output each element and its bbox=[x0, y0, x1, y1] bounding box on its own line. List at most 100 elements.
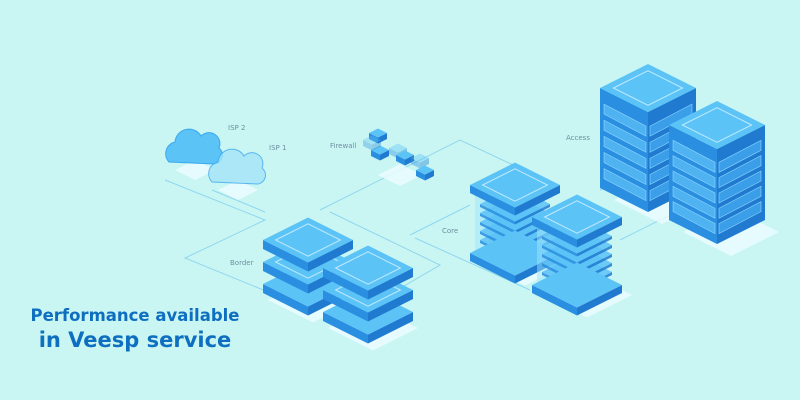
core-label: Core bbox=[442, 227, 459, 235]
right-face bbox=[368, 290, 413, 322]
floor-shadow bbox=[218, 180, 258, 200]
cloud-icon bbox=[208, 148, 266, 185]
right-face bbox=[378, 133, 387, 144]
top-face bbox=[363, 135, 381, 145]
left-face bbox=[532, 285, 577, 316]
server-rack bbox=[600, 64, 696, 212]
cloud-icon bbox=[165, 128, 223, 165]
headline: Performance available in Veesp service bbox=[28, 305, 242, 353]
left-face bbox=[416, 170, 425, 181]
right-face bbox=[425, 170, 434, 181]
headline-line2: in Veesp service bbox=[38, 328, 232, 352]
left-face bbox=[323, 290, 368, 322]
right-face bbox=[577, 245, 612, 266]
right-face bbox=[308, 240, 353, 272]
right-face bbox=[577, 236, 612, 257]
left-face bbox=[263, 284, 308, 316]
top-inlay bbox=[274, 223, 342, 257]
top-inlay bbox=[612, 70, 684, 106]
rack-unit bbox=[672, 139, 716, 173]
top-face bbox=[411, 153, 429, 163]
left-face bbox=[263, 262, 308, 294]
top-face bbox=[369, 128, 387, 138]
rack-unit bbox=[718, 185, 762, 219]
top-face bbox=[396, 150, 414, 160]
left-face bbox=[371, 150, 380, 161]
right-face bbox=[577, 285, 622, 316]
connection-line bbox=[164, 179, 301, 306]
rack-unit bbox=[718, 170, 762, 204]
firewall-block bbox=[416, 165, 434, 181]
left-face bbox=[389, 148, 398, 159]
left-face bbox=[369, 133, 378, 144]
rack-unit bbox=[603, 103, 647, 137]
rack-unit bbox=[718, 201, 762, 235]
right-face bbox=[368, 312, 413, 344]
access-label: Access bbox=[566, 134, 590, 142]
border-label: Border bbox=[230, 259, 254, 267]
rack-unit bbox=[603, 135, 647, 169]
rack-unit bbox=[672, 170, 716, 204]
top-face bbox=[470, 162, 560, 208]
right-face bbox=[380, 150, 389, 161]
firewall-block bbox=[371, 145, 389, 161]
right-face bbox=[577, 217, 622, 248]
connection-lines bbox=[164, 139, 691, 306]
connection-line bbox=[211, 189, 266, 213]
isp1-label: ISP 1 bbox=[269, 144, 287, 152]
core-top bbox=[532, 194, 622, 248]
core-top bbox=[470, 162, 560, 216]
top-inlay bbox=[481, 168, 549, 202]
firewall-label: Firewall bbox=[330, 142, 357, 150]
firewall-block bbox=[363, 135, 381, 151]
left-face bbox=[480, 204, 515, 225]
left-face bbox=[470, 185, 515, 216]
cloud-shape bbox=[165, 128, 223, 165]
connection-line bbox=[409, 204, 471, 236]
top-face bbox=[323, 245, 413, 291]
rack-unit bbox=[672, 201, 716, 235]
floor-shadow bbox=[175, 160, 215, 180]
top-inlay bbox=[334, 251, 402, 285]
right-face bbox=[405, 155, 414, 166]
left-face bbox=[363, 140, 372, 151]
right-face bbox=[515, 185, 560, 216]
border-slab bbox=[263, 217, 353, 272]
rack-unit bbox=[603, 119, 647, 153]
top-face bbox=[532, 262, 622, 308]
firewall-block bbox=[369, 128, 387, 144]
rack-unit bbox=[603, 152, 647, 186]
top-face bbox=[389, 143, 407, 153]
rack-unit bbox=[718, 139, 762, 173]
top-face bbox=[371, 145, 389, 155]
left-face bbox=[470, 253, 515, 284]
server-rack bbox=[669, 101, 765, 244]
left-face bbox=[323, 312, 368, 344]
rack-unit bbox=[672, 185, 716, 219]
top-face bbox=[416, 165, 434, 175]
floor-shadow bbox=[378, 164, 422, 186]
core-base bbox=[532, 262, 622, 316]
top-face bbox=[669, 101, 765, 149]
isp2-label: ISP 2 bbox=[228, 124, 246, 132]
cloud-shape bbox=[208, 148, 266, 185]
firewall-block bbox=[396, 150, 414, 166]
left-face bbox=[532, 217, 577, 248]
left-face bbox=[396, 155, 405, 166]
left-face bbox=[542, 245, 577, 266]
headline-line1: Performance available bbox=[30, 306, 240, 325]
rack-unit bbox=[672, 155, 716, 189]
left-face bbox=[480, 213, 515, 234]
right-face bbox=[420, 158, 429, 169]
top-face bbox=[600, 64, 696, 112]
top-face bbox=[263, 217, 353, 263]
top-inlay bbox=[681, 107, 753, 143]
top-inlay bbox=[543, 200, 611, 234]
right-face bbox=[372, 140, 381, 151]
border-slab bbox=[323, 245, 413, 300]
rack-unit bbox=[603, 168, 647, 202]
left-face bbox=[542, 236, 577, 257]
left-face bbox=[411, 158, 420, 169]
right-face bbox=[515, 204, 550, 225]
